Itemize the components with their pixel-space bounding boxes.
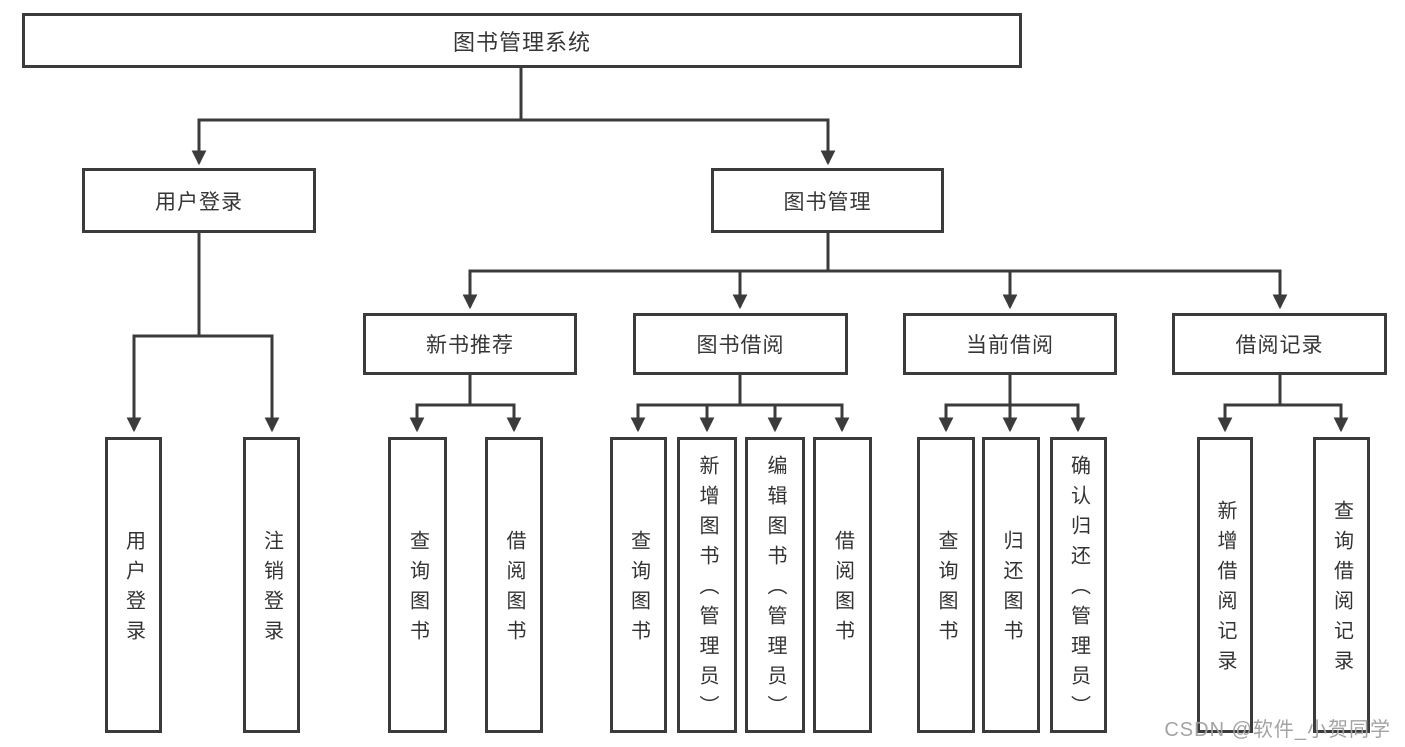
node-label: 当前借阅 [966,334,1054,357]
node-label: 新书推荐 [426,334,514,357]
leaf-label: 编辑图书（管理员） [764,455,786,725]
leaf-label: 用户登录 [122,530,145,650]
borrowing-records-connectors [1217,375,1349,433]
leaf-query-borrow-record: 查询借阅记录 [1313,437,1370,733]
node-label: 借阅记录 [1235,334,1324,357]
user-login-connectors [126,233,280,433]
leaf-label: 查询图书 [406,530,429,650]
watermark: CSDN @软件_小贺同学 [1164,719,1391,741]
node-label: 图书管理系统 [452,29,591,55]
book-management-connectors [462,233,1288,310]
node-borrowing-records: 借阅记录 [1172,313,1387,375]
leaf-confirm-return-admin: 确认归还（管理员） [1050,437,1107,733]
leaf-label: 确认归还（管理员） [1067,455,1090,725]
leaf-add-books-admin: 新增图书（管理员） [677,437,737,733]
node-library-management-system: 图书管理系统 [22,13,1022,68]
leaf-borrow-books-recommend: 借阅图书 [485,437,543,733]
leaf-user-login: 用户登录 [105,437,162,733]
leaf-query-books-current: 查询图书 [917,437,975,733]
leaf-edit-books-admin: 编辑图书（管理员） [745,437,805,733]
root-to-level2-connectors [191,68,836,166]
leaf-query-books-borrow: 查询图书 [610,437,667,733]
leaf-label: 归还图书 [1000,530,1022,650]
leaf-logout: 注销登录 [243,437,300,733]
leaf-return-books: 归还图书 [982,437,1040,733]
leaf-label: 新增借阅记录 [1214,500,1236,680]
leaf-label: 借阅图书 [831,530,854,650]
leaf-label: 查询图书 [935,530,957,650]
node-label: 图书借阅 [696,334,785,357]
leaf-label: 查询图书 [627,530,650,650]
node-label: 图书管理 [783,190,872,214]
current-borrowing-connectors [938,375,1086,433]
leaf-label: 查询借阅记录 [1330,500,1353,680]
new-book-recommendation-connectors [409,375,522,433]
leaf-borrow-books-borrow: 借阅图书 [813,437,872,733]
node-new-book-recommendation: 新书推荐 [363,313,577,375]
leaf-add-borrow-record: 新增借阅记录 [1197,437,1253,733]
node-current-borrowing: 当前借阅 [903,313,1117,375]
leaf-query-books-recommend: 查询图书 [388,437,447,733]
leaf-label: 注销登录 [260,530,283,650]
book-borrowing-connectors [630,375,850,433]
node-book-management: 图书管理 [711,168,944,233]
node-book-borrowing: 图书借阅 [633,313,848,375]
leaf-label: 新增图书（管理员） [696,455,718,725]
leaf-label: 借阅图书 [503,530,525,650]
node-user-login: 用户登录 [82,168,316,233]
node-label: 用户登录 [155,190,243,214]
